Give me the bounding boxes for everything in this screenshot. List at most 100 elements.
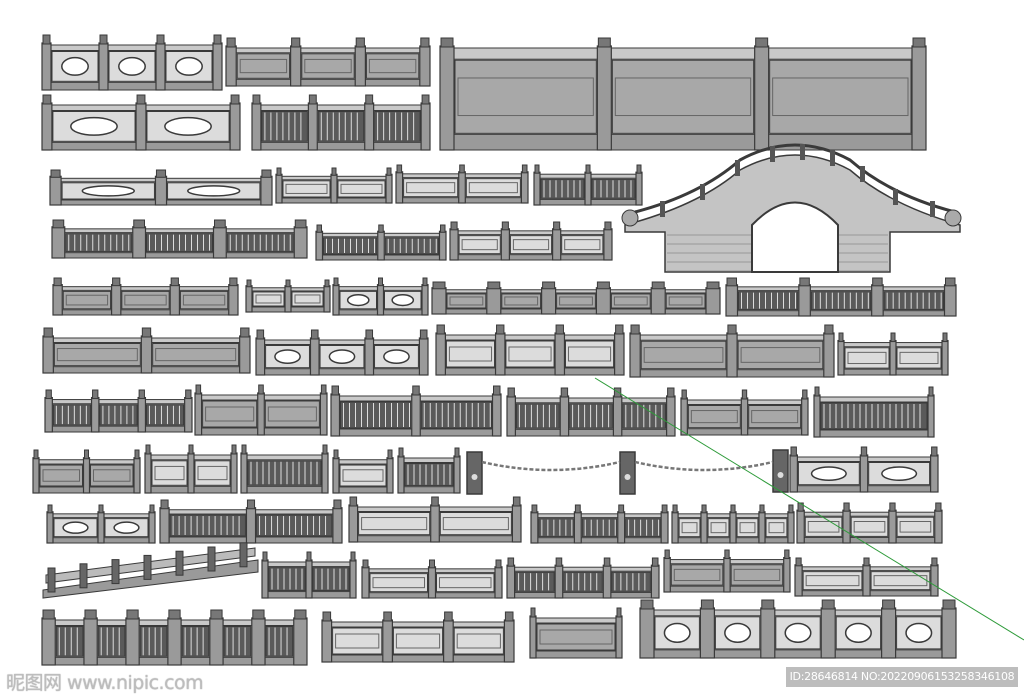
post-cap <box>596 281 610 290</box>
post-cap <box>133 219 145 229</box>
railing-post <box>228 284 239 316</box>
post-cap <box>935 502 942 512</box>
post-cap <box>542 281 556 290</box>
post-cap <box>349 496 358 507</box>
railing-panel <box>844 347 890 369</box>
railing-base <box>529 650 623 659</box>
railing-base <box>796 536 943 544</box>
railing-post <box>438 230 447 261</box>
railing-post <box>140 335 153 374</box>
panel-inset <box>643 347 724 363</box>
railing-42 <box>361 559 503 599</box>
post-cap <box>454 447 460 458</box>
railing-post <box>820 607 836 659</box>
panel-inset <box>853 521 886 533</box>
post-cap <box>333 277 339 287</box>
post-cap <box>603 557 611 567</box>
railing-panel <box>194 460 231 486</box>
railing-panel <box>268 567 306 592</box>
railing-7 <box>275 167 393 204</box>
bridge-post <box>735 160 740 176</box>
railing-top-rail <box>41 44 223 51</box>
post-cap <box>429 559 435 569</box>
post-cap <box>664 549 670 560</box>
railing-post <box>813 394 821 438</box>
post-cap <box>504 611 514 622</box>
panel-inset <box>461 239 498 251</box>
post-cap <box>701 504 707 514</box>
railing-30 <box>144 444 238 494</box>
railing-33 <box>397 447 461 494</box>
panel-inset <box>899 521 932 533</box>
railing-post <box>167 617 182 666</box>
railing-post <box>529 615 537 659</box>
railing-post <box>603 228 613 261</box>
railing-post <box>665 395 676 437</box>
railing-24 <box>194 384 328 436</box>
post-cap <box>942 332 948 343</box>
railing-post <box>52 284 63 316</box>
carved-opening <box>175 56 203 76</box>
post-cap <box>863 557 870 567</box>
post-cap <box>421 94 430 105</box>
post-cap <box>636 164 642 174</box>
post-cap <box>727 324 737 335</box>
railing-panel <box>665 293 706 309</box>
stair-post <box>79 563 88 589</box>
post-cap <box>99 34 108 45</box>
post-cap <box>651 557 659 567</box>
railing-post <box>261 559 269 599</box>
railing-post <box>449 228 459 261</box>
railing-post <box>98 42 109 91</box>
post-cap <box>84 609 97 620</box>
bollard-ring <box>471 474 478 480</box>
carved-opening <box>113 521 140 534</box>
railing-base <box>240 485 329 494</box>
railing-top-rail <box>439 47 927 60</box>
carved-opening <box>844 622 872 643</box>
railing-post <box>421 284 429 316</box>
railing-panel <box>332 627 383 655</box>
railing-post <box>411 393 421 437</box>
railing-panel <box>670 564 724 586</box>
panel-inset <box>899 351 939 365</box>
railing-post <box>650 287 666 315</box>
railing-post <box>135 102 147 151</box>
post-cap <box>790 446 797 457</box>
post-cap <box>942 599 956 610</box>
post-cap <box>112 277 121 287</box>
railing-post <box>49 175 62 206</box>
panel-inset <box>739 522 756 534</box>
post-cap <box>604 221 612 231</box>
panel-inset <box>805 575 860 587</box>
railing-post <box>240 452 248 494</box>
stair-post <box>111 559 120 585</box>
railing-post <box>83 617 98 666</box>
bollard-ring <box>624 474 631 480</box>
railing-base <box>321 654 515 663</box>
bridge-post <box>860 166 865 182</box>
railing-post <box>212 226 227 259</box>
post-cap <box>195 384 202 395</box>
railing-post <box>293 226 308 259</box>
railing-23 <box>44 389 193 433</box>
railing-panel <box>769 59 912 134</box>
post-cap <box>43 327 53 338</box>
post-cap <box>640 599 654 610</box>
post-cap <box>450 221 458 231</box>
post-cap <box>521 164 528 174</box>
panel-inset <box>255 294 282 304</box>
guide-line <box>594 377 1024 641</box>
railing-11 <box>315 224 447 261</box>
panel-inset <box>847 351 887 365</box>
railing-panel <box>261 111 308 142</box>
railing-44 <box>663 549 791 593</box>
railing-panel <box>748 405 802 429</box>
post-cap <box>615 324 624 335</box>
railing-post <box>602 564 612 599</box>
railing-top-rail <box>52 286 239 291</box>
panel-inset <box>239 58 288 74</box>
railing-top-rail <box>251 104 431 111</box>
railing-post <box>506 564 516 599</box>
